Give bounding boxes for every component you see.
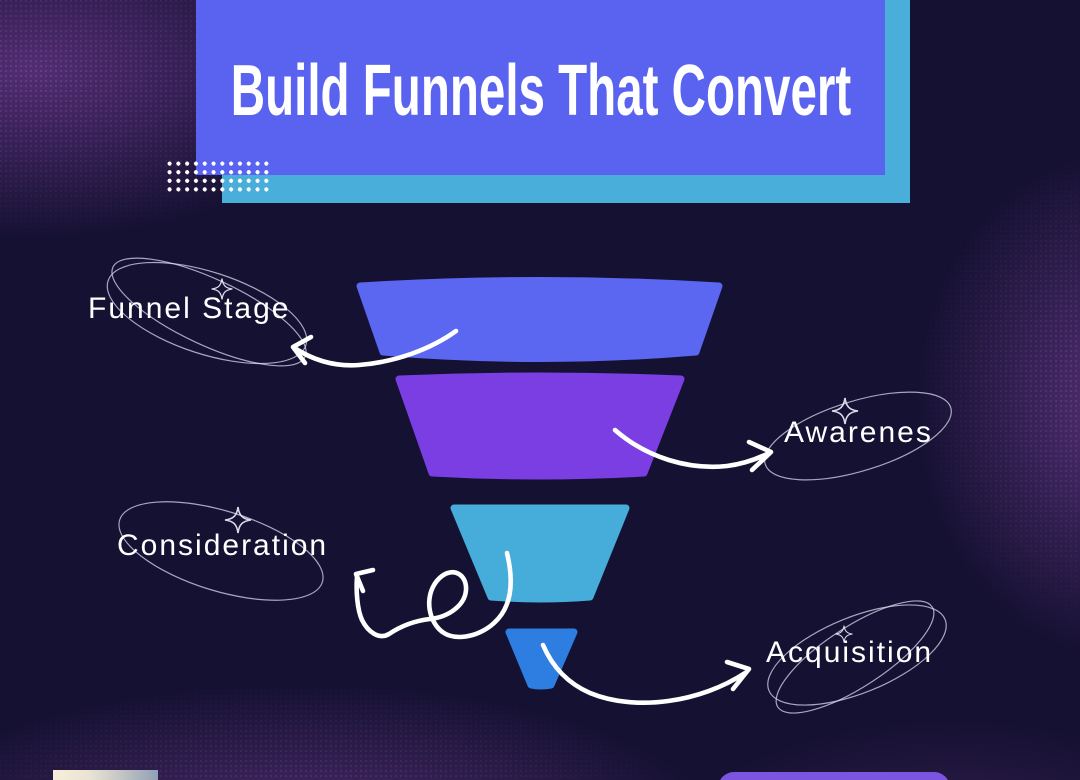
- sparkle-icon: [835, 625, 853, 643]
- stage-ellipse-1: [106, 261, 308, 365]
- label-consideration: Consideration: [117, 529, 329, 562]
- arrow-loop-curve: [354, 550, 514, 640]
- arrow-to-acquisition-label: [540, 642, 752, 705]
- arrow-to-consideration-label: [353, 550, 514, 640]
- sparkle-icon: [224, 506, 252, 534]
- funnel-segment-consideration: [450, 504, 630, 603]
- funnel-segment-acquisition: [505, 628, 578, 690]
- awareness-ellipse: [764, 391, 952, 481]
- label-awareness: Awarenes: [784, 416, 933, 449]
- acquisition-ellipse-1: [767, 604, 947, 706]
- sparkle-icon: [831, 397, 859, 425]
- label-funnel-stage: Funnel Stage: [88, 292, 291, 325]
- bottom-left-image-fragment: [53, 770, 158, 780]
- consideration-label-decoration: [118, 501, 324, 601]
- title-banner: Build Funnels That Convert: [196, 0, 885, 175]
- bottom-right-pill-fragment: [718, 772, 950, 780]
- arrowhead-icon: [724, 659, 752, 692]
- sparkle-icon: [211, 278, 233, 300]
- label-acquisition: Acquisition: [766, 636, 934, 669]
- dots-pattern-decoration: [167, 161, 273, 195]
- arrow-curve: [612, 427, 772, 469]
- stage-label-decoration: [106, 257, 308, 367]
- arrow-curve: [293, 328, 459, 368]
- arrow-to-awareness-label: [612, 427, 774, 473]
- consideration-ellipse: [118, 501, 324, 601]
- poster-title: Build Funnels That Convert: [230, 50, 851, 131]
- acquisition-label-decoration: [767, 600, 947, 714]
- arrowhead-icon: [353, 567, 376, 594]
- arrowhead-icon: [290, 334, 314, 366]
- funnel-segment-awareness: [395, 372, 685, 480]
- arrow-to-stage-label: [290, 328, 459, 368]
- arrowhead-icon: [746, 439, 774, 473]
- funnel-segment-top: [356, 277, 723, 362]
- arrow-curve: [540, 642, 748, 705]
- funnel-segments: [356, 277, 723, 690]
- acquisition-ellipse-2: [775, 600, 935, 714]
- awareness-label-decoration: [764, 391, 952, 481]
